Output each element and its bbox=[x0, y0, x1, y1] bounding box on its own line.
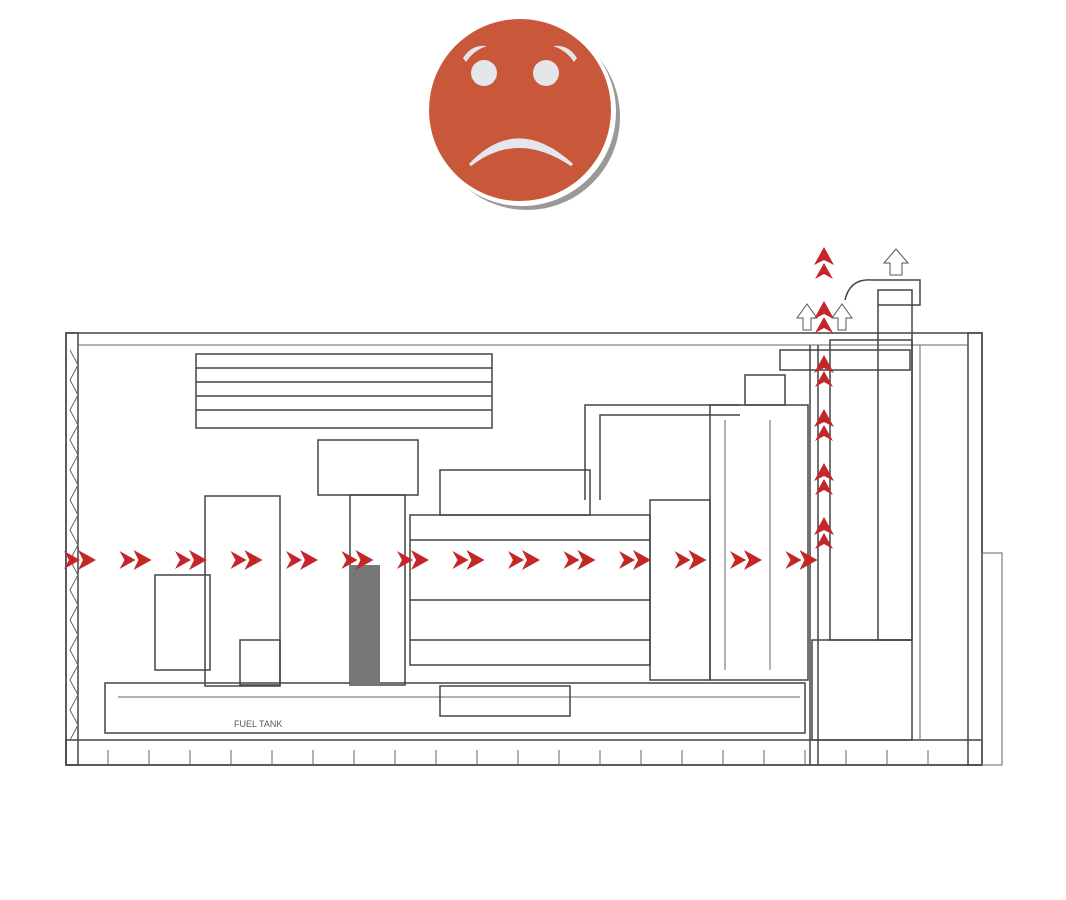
airflow-arrow-icon bbox=[674, 550, 707, 570]
airflow-arrow-icon bbox=[785, 550, 818, 570]
airflow-arrow-icon bbox=[452, 550, 485, 570]
airflow-arrow-icon bbox=[341, 550, 374, 570]
airflow-arrows bbox=[64, 247, 834, 570]
airflow-arrow-icon bbox=[563, 550, 596, 570]
airflow-arrow-icon bbox=[814, 355, 834, 387]
airflow-arrow-icon bbox=[619, 550, 651, 570]
airflow-arrow-icon bbox=[397, 550, 429, 570]
generator-container bbox=[65, 248, 1003, 766]
airflow-arrow-icon bbox=[119, 550, 152, 570]
airflow-arrow-icon bbox=[814, 247, 834, 279]
airflow-arrow-icon bbox=[230, 550, 263, 570]
fuel-tank-label: FUEL TANK bbox=[234, 719, 282, 729]
airflow-arrow-icon bbox=[814, 301, 834, 333]
airflow-arrow-icon bbox=[814, 409, 834, 441]
airflow-arrow-icon bbox=[508, 550, 540, 570]
airflow-arrow-icon bbox=[286, 550, 318, 570]
airflow-arrow-icon bbox=[814, 463, 834, 495]
airflow-arrow-icon bbox=[64, 550, 96, 570]
airflow-arrow-icon bbox=[814, 517, 834, 549]
airflow-arrow-icon bbox=[175, 550, 207, 570]
sad-face-icon bbox=[428, 18, 620, 210]
airflow-arrow-icon bbox=[730, 550, 762, 570]
